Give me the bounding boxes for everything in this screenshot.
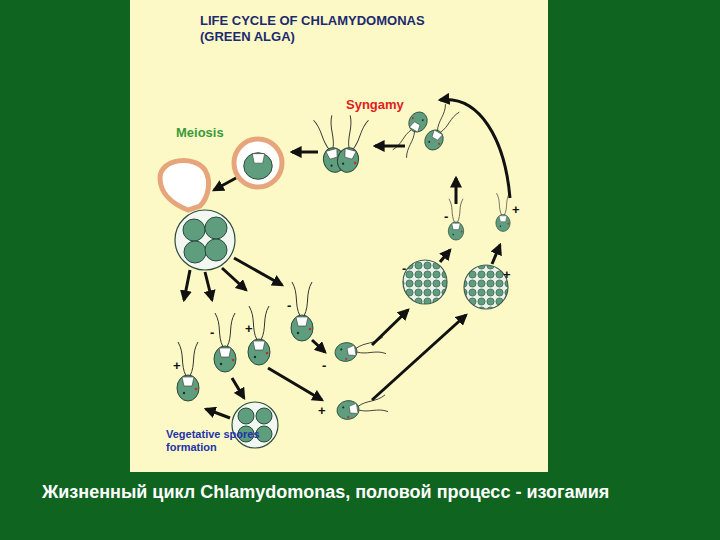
mating-sign: + xyxy=(245,321,253,336)
zoospore-cell xyxy=(214,313,236,372)
stage-label: Syngamy xyxy=(346,97,404,112)
gamete-cell xyxy=(421,104,460,154)
panel xyxy=(130,0,548,472)
mating-sign: - xyxy=(322,358,326,373)
gamete-cell xyxy=(392,109,431,159)
zoospore-cell xyxy=(291,282,313,341)
meiotic-cells xyxy=(183,217,227,263)
mating-sign: + xyxy=(318,403,326,418)
gamete-cell xyxy=(496,193,510,231)
gamete-cell xyxy=(448,199,463,240)
zygospore-cell xyxy=(244,153,273,180)
gamete-colony xyxy=(464,265,508,309)
diagram-title: LIFE CYCLE OF CHLAMYDOMONAS (GREEN ALGA) xyxy=(200,13,462,45)
mating-sign: + xyxy=(512,202,520,217)
mating-sign: - xyxy=(210,325,214,340)
stage-label: Meiosis xyxy=(176,125,224,140)
empty-zygospore-wall xyxy=(160,161,209,210)
mating-sign: + xyxy=(503,267,511,282)
mating-sign: - xyxy=(444,209,448,224)
caption: Жизненный цикл Chlamydomonas, половой пр… xyxy=(42,479,672,506)
stage-label: Vegetative spores formation xyxy=(166,428,286,454)
mating-sign: + xyxy=(173,358,181,373)
mating-sign: - xyxy=(402,261,406,276)
vegetative-sporangium xyxy=(232,402,278,448)
zygospore-wall xyxy=(234,139,282,187)
cycle-arrows xyxy=(184,100,510,418)
gamete-colony xyxy=(403,260,447,304)
mating-sign: - xyxy=(287,298,291,313)
germinating-zygote xyxy=(175,210,235,270)
gamete-cell xyxy=(335,394,388,421)
zygote-cell xyxy=(335,115,370,175)
